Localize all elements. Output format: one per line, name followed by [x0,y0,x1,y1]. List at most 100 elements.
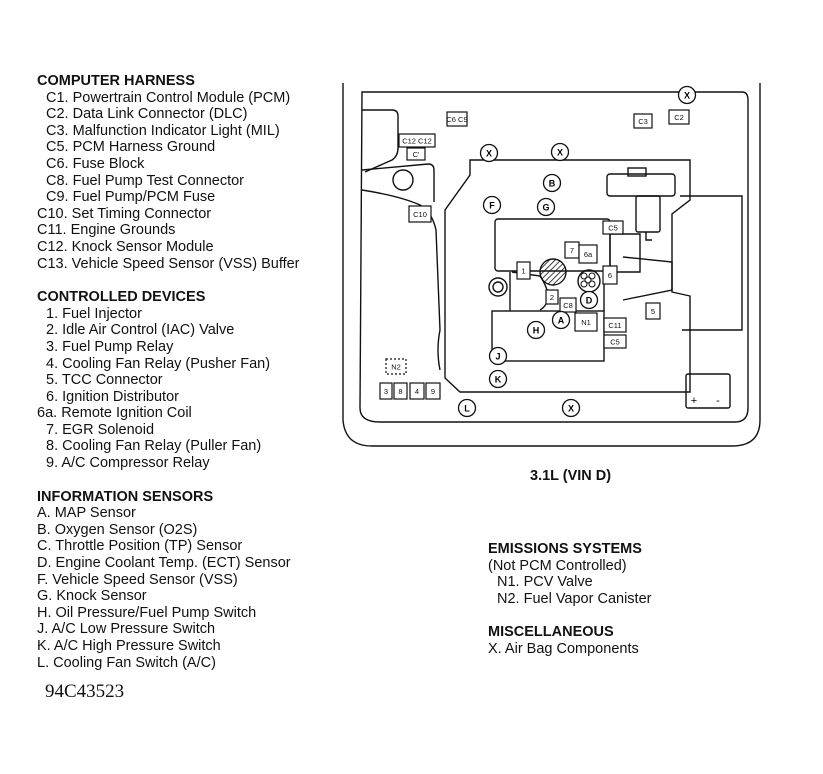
circle-label-text: X [557,148,563,158]
legend-item-text: Engine Grounds [66,222,176,239]
legend-item: 8. Cooling Fan Relay (Puller Fan) [37,438,300,455]
box-label-n8: 8 [393,382,408,400]
legend-item-text: Fuel Pump Relay [58,338,174,355]
legend-item-code: 1. [46,305,59,322]
circle-label-x: X [677,85,697,105]
legend-item: C10. Set Timing Connector [37,206,300,223]
legend-left: COMPUTER HARNESS C1. Powertrain Control … [37,73,300,688]
information-sensors-heading: INFORMATION SENSORS [37,488,214,505]
figure-id: 94C43523 [45,681,125,702]
reservoir [606,173,676,197]
reservoir-tube [635,195,661,233]
miscellaneous-heading: MISCELLANEOUS [488,624,614,641]
box-label-text: C2 [674,113,684,122]
legend-item-code: 6a. [37,405,58,422]
diagram-caption: 3.1L (VIN D) [530,468,612,484]
legend-item-text: Throttle Position (TP) Sensor [51,538,243,555]
circle-label-text: L [464,404,470,414]
legend-item-code: C. [37,538,52,555]
legend-item: B. Oxygen Sensor (O2S) [37,522,300,539]
circle-label-g: G [536,197,556,217]
legend-item: C1. Powertrain Control Module (PCM) [37,90,300,107]
legend-item: L. Cooling Fan Switch (A/C) [37,655,300,672]
box-label-c5b: C5 [603,334,627,349]
miscellaneous-section: MISCELLANEOUS X. Air Bag Components [488,624,651,657]
legend-item-code: K. [37,638,51,654]
box-label-text: C12 C12 [402,137,432,146]
legend-item-code: 9. [46,455,59,472]
reservoir-hose [645,232,652,241]
legend-item-text: Fuel Pump/PCM Fuse [68,189,216,206]
legend-item: 6. Ignition Distributor [37,389,300,406]
legend-item-text: Fuse Block [68,155,145,172]
miscellaneous-item: X. Air Bag Components [488,640,639,657]
legend-item-code: C13. [37,255,68,272]
box-label-text: N1 [581,318,591,327]
legend-item: 3. Fuel Pump Relay [37,339,300,356]
circle-label-text: J [495,352,500,362]
legend-item: 2. Idle Air Control (IAC) Valve [37,322,300,339]
legend-item-code: G. [37,588,53,605]
box-label-c_small: C' [406,147,426,161]
legend-item-code: C1. [46,89,69,106]
legend-item: C6. Fuse Block [37,156,300,173]
legend-item-code: C2. [46,106,69,123]
circle-label-d: D [579,290,599,310]
box-label-text: N2 [391,363,401,372]
circle-label-text: K [495,375,502,385]
battery-terminal-minus: - [716,395,720,407]
box-label-text: C3 [638,117,648,126]
engine-outline [444,159,691,393]
legend-item-code: 8. [46,438,59,455]
legend-item-code: 6. [46,388,59,405]
legend-item-text: TCC Connector [58,372,163,389]
left-strut [361,163,435,202]
legend-item-text: A/C High Pressure Switch [50,638,221,654]
circle-label-text: A [558,316,565,326]
box-label-text: C11 [608,321,621,330]
box-label-n5: 5 [645,302,661,320]
legend-item-text: Remote Ignition Coil [57,405,192,422]
legend-item: C2. Data Link Connector (DLC) [37,106,300,123]
legend-item-text: A/C Low Pressure Switch [48,621,216,638]
legend-item-text: Malfunction Indicator Light (MIL) [68,122,280,139]
emissions-item: N2. Fuel Vapor Canister [497,590,652,607]
emissions-section: EMISSIONS SYSTEMS (Not PCM Controlled) N… [488,541,651,607]
circle-label-text: F [489,201,495,211]
legend-item-code: C6. [46,155,69,172]
left-bolt-inner [492,281,504,293]
legend-item: C5. PCM Harness Ground [37,139,300,156]
legend-item-text: Cooling Fan Relay (Pusher Fan) [58,355,271,372]
legend-item-code: H. [37,604,52,621]
box-label-c5a: C5 [602,220,624,235]
circle-label-x: X [550,142,570,162]
legend-item-code: B. [37,521,51,538]
legend-item-text: Oxygen Sensor (O2S) [50,521,198,538]
legend-item-text: Knock Sensor [52,588,147,605]
box-label-text: 7 [570,246,574,255]
legend-item-text: EGR Solenoid [58,421,155,438]
legend-item: C8. Fuel Pump Test Connector [37,173,300,190]
box-label-text: 8 [398,387,402,396]
legend-item-text: Engine Coolant Temp. (ECT) Sensor [51,555,291,572]
box-label-c12c12: C12 C12 [398,133,436,148]
box-label-text: C10 [413,210,427,219]
legend-item-code: 7. [46,421,59,438]
legend-item: C11. Engine Grounds [37,222,300,239]
box-label-text: 1 [521,267,525,276]
legend-item-code: 4. [46,355,59,372]
legend-item: 9. A/C Compressor Relay [37,455,300,472]
legend-item-text: Data Link Connector (DLC) [68,106,248,123]
box-label-n1dev: 1 [516,261,531,280]
legend-item-text: MAP Sensor [50,505,136,522]
legend-right: EMISSIONS SYSTEMS (Not PCM Controlled) N… [488,541,651,675]
right-bay [680,195,743,331]
legend-item: C13. Vehicle Speed Sensor (VSS) Buffer [37,256,300,273]
box-label-n6a: 6a [578,244,598,264]
legend-item-text: Cooling Fan Relay (Puller Fan) [58,438,262,455]
battery-terminal-plus: + [691,395,697,407]
legend-item-text: Ignition Distributor [58,388,179,405]
computer-harness-section: COMPUTER HARNESS C1. Powertrain Control … [37,73,300,272]
